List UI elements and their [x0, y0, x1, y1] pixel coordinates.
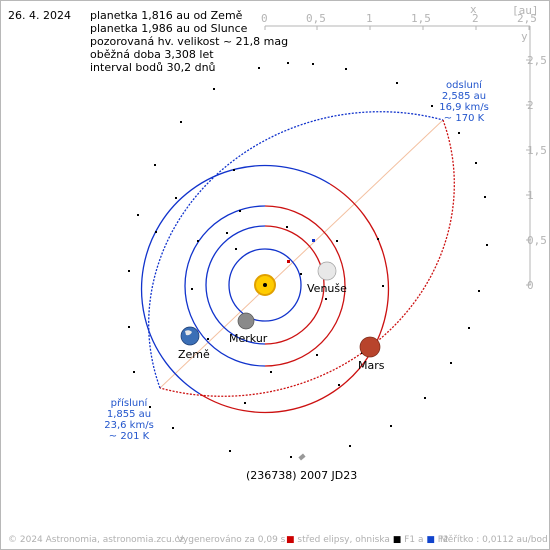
footer-legend: ■ střed elipsy, ohniska ■ F1 a ■ F2: [286, 535, 449, 545]
info-magnitude: pozorovaná hv. velikost ~ 21,8 mag: [90, 35, 289, 48]
y-tick-label: 1: [527, 189, 534, 202]
x-tick-label: 0,5: [306, 12, 326, 25]
x-tick-label: 1: [366, 12, 373, 25]
earth-orbit-red: [264, 205, 346, 367]
earth-planet-icon: [180, 326, 200, 346]
aphelion-note: odsluní 2,585 au 16,9 km/s ~ 170 K: [434, 80, 494, 124]
date-label: 26. 4. 2024: [8, 9, 71, 22]
focus-f2-marker: [312, 239, 315, 242]
y-axis-ticks: [526, 59, 530, 286]
asteroid-point-markers: [128, 62, 488, 458]
y-tick-label: 0,5: [527, 234, 547, 247]
aphelion-temperature: ~ 170 K: [443, 113, 485, 124]
mercury-planet-icon: [237, 312, 255, 330]
sun-center-dot: [263, 283, 267, 287]
footer-scale: Měřítko : 0,0112 au/bod: [440, 535, 548, 545]
earth-label: Země: [178, 348, 210, 361]
footer-generated: Vygenerováno za 0,09 s: [177, 535, 286, 545]
info-sun-distance: planetka 1,986 au od Slunce: [90, 22, 248, 35]
y-tick-label: 2: [527, 99, 534, 112]
earth-orbit-blue: [184, 205, 266, 367]
aphelion-title: odsluní: [446, 80, 482, 91]
info-earth-distance: planetka 1,816 au od Země: [90, 9, 243, 22]
mars-label: Mars: [358, 359, 385, 372]
f1-legend-marker: ■: [392, 535, 402, 545]
x-axis-unit: [au]: [512, 4, 539, 17]
perihelion-title: přísluní: [110, 398, 148, 409]
mars-orbit-red: [199, 183, 390, 414]
earth-cloud-shape: [185, 330, 192, 336]
footer-copyright: © 2024 Astronomia, astronomia.zcu.cz: [8, 535, 185, 545]
aphelion-speed: 16,9 km/s: [439, 102, 489, 113]
asteroid-orbit-red: [159, 119, 455, 397]
f1-legend-label: F1: [404, 535, 416, 545]
f2-legend-label: F2: [437, 535, 449, 545]
x-tick-label: 1,5: [411, 12, 431, 25]
perihelion-temperature: ~ 201 K: [108, 431, 150, 442]
info-period: oběžná doba 3,308 let: [90, 48, 214, 61]
y-tick-label: 1,5: [527, 144, 547, 157]
and-word: a: [417, 535, 424, 545]
info-block: planetka 1,816 au od Země planetka 1,986…: [90, 9, 288, 74]
mars-planet-icon: [359, 336, 381, 358]
perihelion-speed: 23,6 km/s: [104, 420, 154, 431]
mercury-label: Merkur: [229, 332, 268, 345]
venus-orbit-red: [264, 225, 325, 345]
x-axis-ticks: [264, 26, 530, 30]
f2-legend-marker: ■: [426, 535, 435, 545]
x-tick-label: 2: [472, 12, 479, 25]
perihelion-note: přísluní 1,855 au 23,6 km/s ~ 201 K: [99, 398, 159, 442]
y-axis-letter: y: [521, 30, 528, 43]
apsidal-line: [159, 119, 444, 389]
mars-orbit-blue: [140, 164, 331, 395]
center-legend-label: střed elipsy, ohniska: [297, 535, 390, 545]
x-tick-label: 0: [261, 12, 268, 25]
asteroid-orbit-blue: [148, 111, 444, 389]
perihelion-distance: 1,855 au: [106, 409, 152, 420]
info-interval: interval bodů 30,2 dnů: [90, 61, 216, 74]
center-legend-marker: ■: [286, 535, 295, 545]
y-tick-label: 2,5: [527, 54, 547, 67]
planet-point-markers: [155, 169, 384, 404]
asteroid-icon: [298, 453, 306, 461]
aphelion-distance: 2,585 au: [441, 91, 487, 102]
asteroid-label: (236738) 2007 JD23: [246, 469, 358, 482]
venus-orbit-blue: [205, 225, 266, 345]
mercury-orbit: [228, 248, 302, 322]
y-tick-label: 0: [527, 279, 534, 292]
x-axis-letter: x: [470, 3, 477, 16]
x-tick-label: 2,5: [517, 12, 537, 25]
venus-label: Venuše: [307, 282, 347, 295]
venus-planet-icon: [317, 261, 337, 281]
ellipse-center-marker: [287, 260, 290, 263]
